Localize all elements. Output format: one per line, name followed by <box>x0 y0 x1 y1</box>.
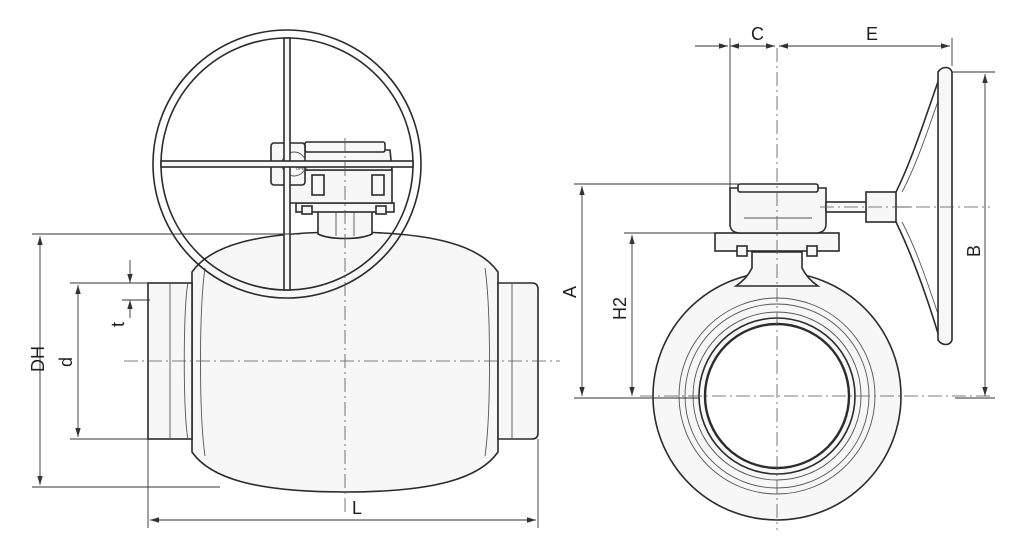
body-seam-right <box>484 267 490 457</box>
label-E: E <box>866 24 878 44</box>
side-wheel-rim <box>937 66 953 346</box>
front-dimensions: DH d t L <box>28 233 539 528</box>
label-B: B <box>964 245 984 257</box>
side-dimensions: A H2 C E B <box>560 24 995 399</box>
body-seam-left <box>200 267 206 457</box>
label-L: L <box>352 498 362 518</box>
side-gearbox <box>729 187 827 234</box>
label-C: C <box>751 24 764 44</box>
label-d: d <box>56 357 76 367</box>
label-DH: DH <box>28 346 48 372</box>
label-H2: H2 <box>610 297 630 320</box>
side-wheel-cone <box>895 75 941 341</box>
stem-neck <box>317 209 373 240</box>
handwheel-outer <box>152 29 422 299</box>
label-t: t <box>108 322 128 327</box>
front-view: SHUT OPEN <box>124 29 560 512</box>
label-A: A <box>560 286 580 298</box>
handwheel-spoke-horizontal <box>160 160 414 168</box>
gear-marking-open: OPEN <box>296 166 307 171</box>
side-view <box>640 48 990 530</box>
